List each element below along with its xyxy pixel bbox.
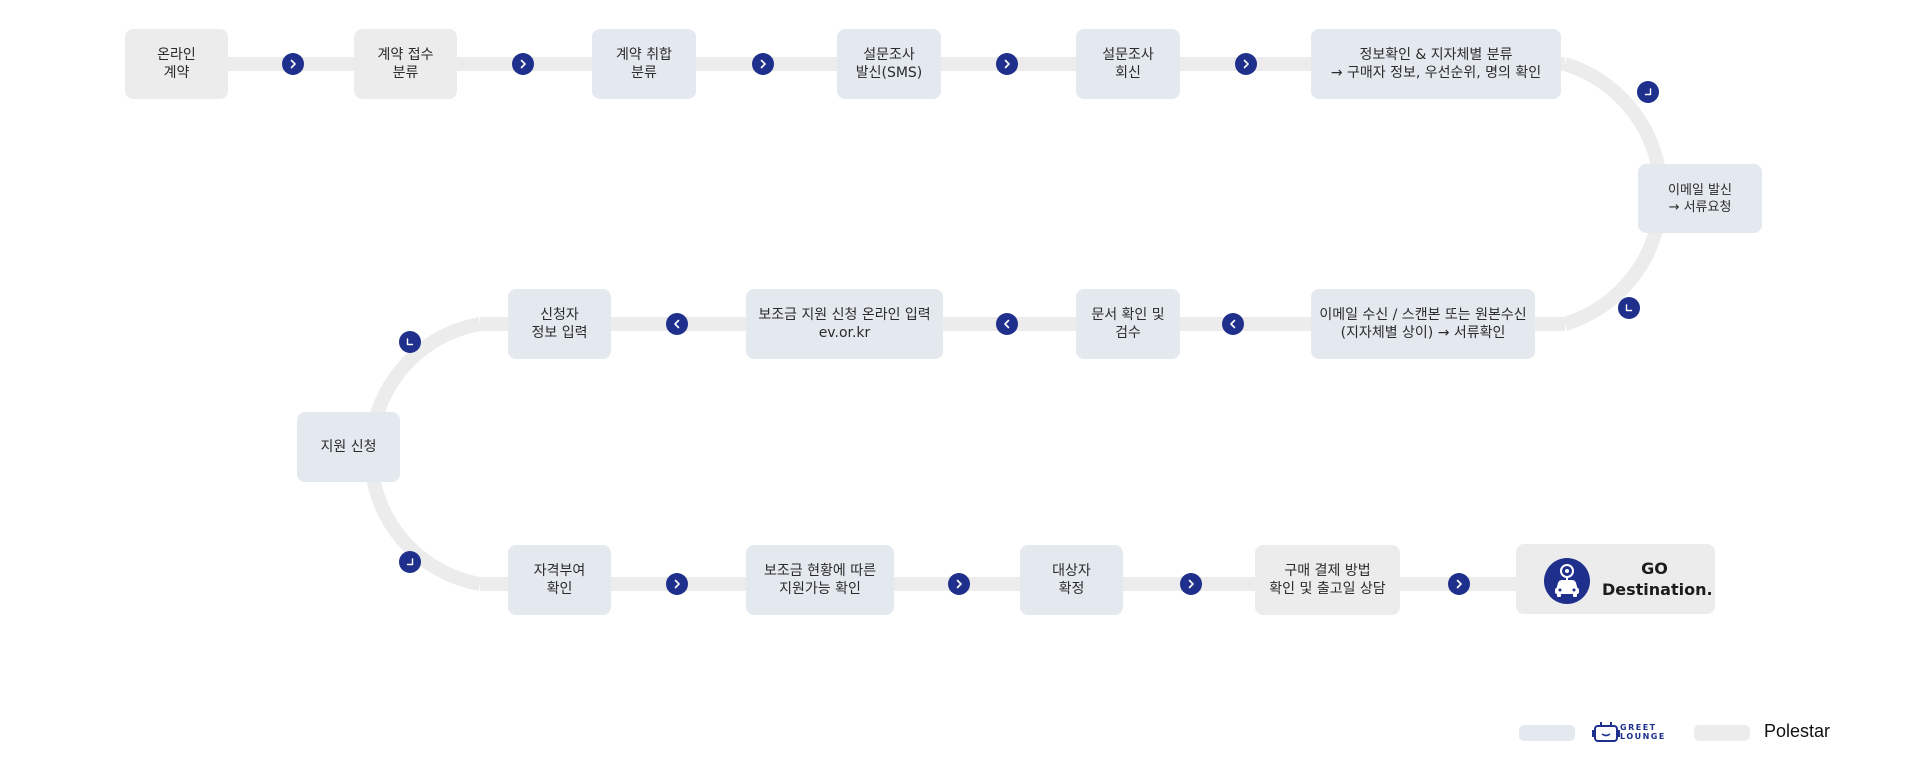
chevron-right-icon xyxy=(282,53,304,75)
step-contract-intake: 계약 접수 분류 xyxy=(354,29,457,99)
step-line: 문서 확인 및 xyxy=(1091,307,1165,323)
step-line: 발신(SMS) xyxy=(855,65,923,81)
step-line: 확인 및 출고일 상담 xyxy=(1269,581,1386,597)
step-subsidy-availability: 보조금 현황에 따른 지원가능 확인 xyxy=(746,545,894,615)
legend-swatch-polestar xyxy=(1694,725,1750,741)
step-email-receive: 이메일 수신 / 스캔본 또는 원본수신 (지자체별 상이) → 서류확인 xyxy=(1311,289,1535,359)
step-line: 보조금 지원 신청 온라인 입력 xyxy=(758,307,931,323)
step-line: 계약 접수 xyxy=(377,47,434,63)
greet-lounge-logo: GREET LOUNGE xyxy=(1592,721,1664,745)
step-line: 계약 xyxy=(163,65,190,81)
destination-box: GO Destination. xyxy=(1516,544,1715,614)
step-line: 온라인 xyxy=(157,47,196,63)
step-line: 지원 신청 xyxy=(320,439,377,455)
step-line: 이메일 수신 / 스캔본 또는 원본수신 xyxy=(1319,307,1527,323)
step-document-review: 문서 확인 및 검수 xyxy=(1076,289,1180,359)
chevron-right-icon xyxy=(666,573,688,595)
destination-label: GO Destination. xyxy=(1602,558,1713,600)
step-line: 이메일 발신 xyxy=(1668,182,1732,198)
chevron-right-icon xyxy=(1235,53,1257,75)
step-line: 확인 xyxy=(546,581,573,597)
step-line: 정보확인 & 지자체별 분류 xyxy=(1359,47,1513,63)
step-line: 정보 입력 xyxy=(531,325,588,341)
chevron-right-icon xyxy=(948,573,970,595)
step-line: 검수 xyxy=(1115,325,1141,341)
chevron-right-icon xyxy=(1180,573,1202,595)
step-line: 구매 결제 방법 xyxy=(1284,563,1371,579)
wordmark-line: LOUNGE xyxy=(1620,732,1666,741)
step-line: 설문조사 xyxy=(1102,47,1154,63)
step-line: 설문조사 xyxy=(863,47,915,63)
step-line: 분류 xyxy=(392,65,419,81)
step-line: 신청자 xyxy=(540,307,579,323)
step-line: 대상자 xyxy=(1052,563,1091,579)
step-line: → 구매자 정보, 우선순위, 명의 확인 xyxy=(1330,65,1542,81)
step-line: ev.or.kr xyxy=(818,325,871,341)
corner-down-icon xyxy=(399,331,421,353)
destination-line-2: Destination. xyxy=(1602,580,1713,599)
step-subsidy-online: 보조금 지원 신청 온라인 입력 ev.or.kr xyxy=(746,289,943,359)
chevron-right-icon xyxy=(1448,573,1470,595)
legend-swatch-lounge xyxy=(1519,725,1575,741)
step-line: 지원가능 확인 xyxy=(779,581,861,597)
step-email-send: 이메일 발신 → 서류요청 xyxy=(1638,164,1762,233)
step-contract-collect: 계약 취합 분류 xyxy=(592,29,696,99)
step-online-contract: 온라인 계약 xyxy=(125,29,228,99)
step-applicant-info: 신청자 정보 입력 xyxy=(508,289,611,359)
step-line: → 서류요청 xyxy=(1668,199,1732,215)
chevron-left-icon xyxy=(666,313,688,335)
step-line: 계약 취합 xyxy=(616,47,672,63)
step-line: 자격부여 xyxy=(533,563,586,579)
chevron-right-icon xyxy=(512,53,534,75)
destination-line-1: GO xyxy=(1641,559,1668,578)
step-survey-reply: 설문조사 회신 xyxy=(1076,29,1180,99)
step-payment-consult: 구매 결제 방법 확인 및 출고일 상담 xyxy=(1255,545,1400,615)
step-line: (지자체별 상이) → 서류확인 xyxy=(1340,325,1506,341)
chevron-left-icon xyxy=(996,313,1018,335)
step-line: 분류 xyxy=(631,65,657,81)
step-line: 보조금 현황에 따른 xyxy=(764,563,876,579)
step-survey-send: 설문조사 발신(SMS) xyxy=(837,29,941,99)
step-apply-support: 지원 신청 xyxy=(297,412,400,482)
step-info-check: 정보확인 & 지자체별 분류 → 구매자 정보, 우선순위, 명의 확인 xyxy=(1311,29,1561,99)
corner-right-icon xyxy=(399,551,421,573)
legend-label-polestar: Polestar xyxy=(1764,721,1831,741)
chevron-right-icon xyxy=(996,53,1018,75)
greet-lounge-wordmark: GREET LOUNGE xyxy=(1620,723,1666,741)
step-eligibility-check: 자격부여 확인 xyxy=(508,545,611,615)
car-pin-icon xyxy=(1544,558,1590,604)
chevron-right-icon xyxy=(752,53,774,75)
wordmark-line: GREET xyxy=(1620,723,1657,732)
step-line: 회신 xyxy=(1115,65,1141,81)
corner-left-icon xyxy=(1618,297,1640,319)
step-line: 확정 xyxy=(1058,581,1085,597)
chevron-left-icon xyxy=(1222,313,1244,335)
corner-down-icon xyxy=(1637,81,1659,103)
step-target-confirm: 대상자 확정 xyxy=(1020,545,1123,615)
